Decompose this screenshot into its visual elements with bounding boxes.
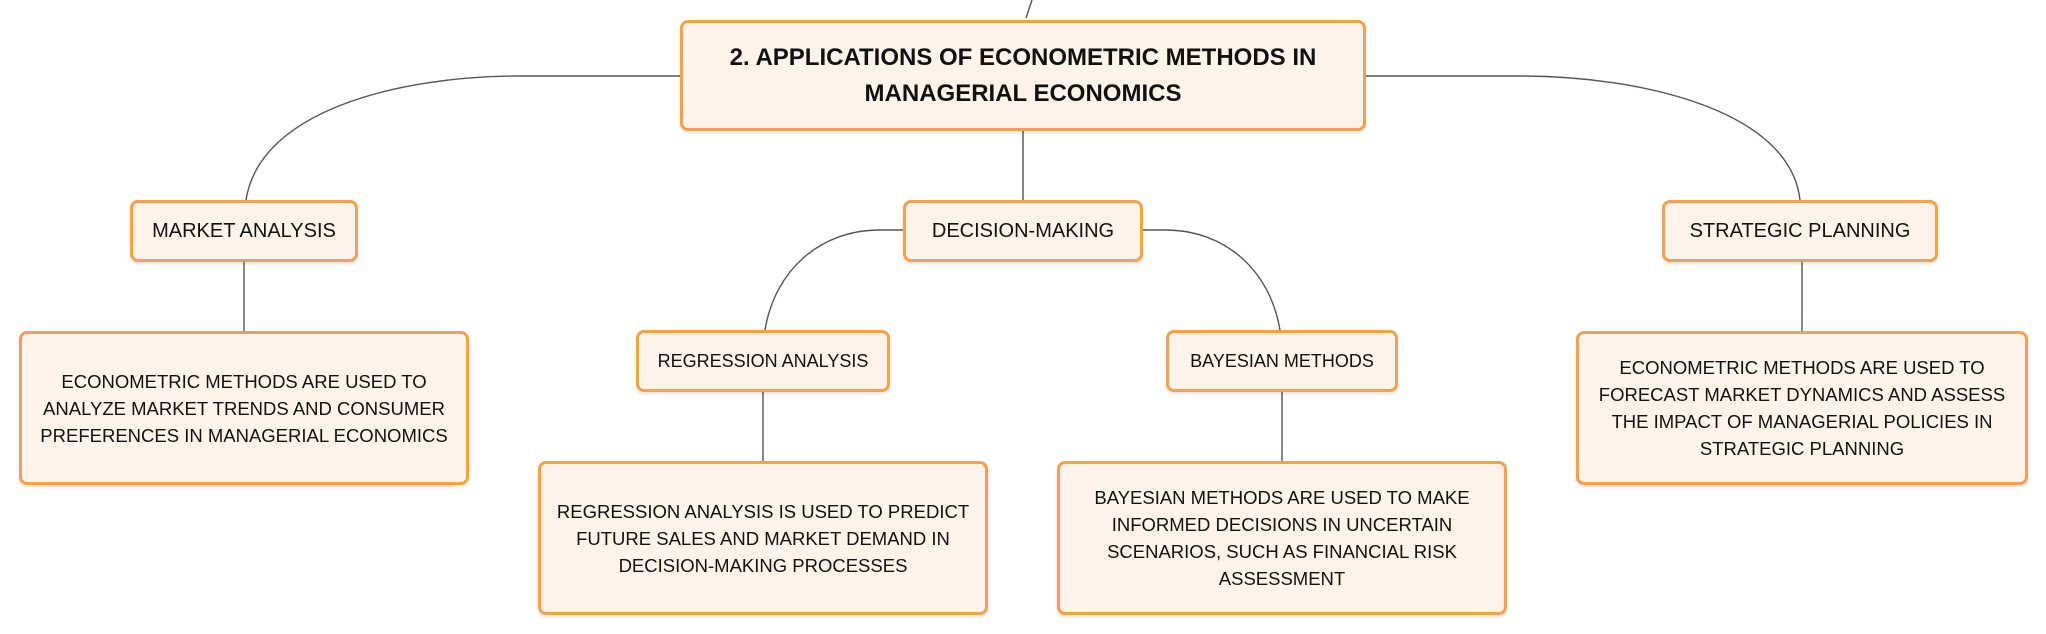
connector-root-to-strategic-planning (1366, 75, 1801, 201)
root-topic-label: 2. APPLICATIONS OF ECONOMETRIC METHODS I… (729, 43, 1317, 107)
bayesian-methods-detail-text: BAYESIAN METHODS ARE USED TO MAKE INFORM… (1094, 487, 1470, 589)
market-analysis-label: MARKET ANALYSIS (152, 219, 336, 242)
bayesian-methods-node[interactable]: BAYESIAN METHODS (1166, 330, 1398, 392)
connector-decision-to-regression (764, 229, 903, 331)
market-analysis-node[interactable]: MARKET ANALYSIS (130, 200, 358, 262)
strategic-planning-label: STRATEGIC PLANNING (1689, 219, 1911, 242)
regression-analysis-node[interactable]: REGRESSION ANALYSIS (636, 330, 890, 392)
market-analysis-detail-node[interactable]: ECONOMETRIC METHODS ARE USED TO ANALYZE … (19, 331, 469, 485)
bayesian-methods-detail-node[interactable]: BAYESIAN METHODS ARE USED TO MAKE INFORM… (1057, 461, 1507, 615)
regression-analysis-detail-node[interactable]: REGRESSION ANALYSIS IS USED TO PREDICT F… (538, 461, 988, 615)
decision-making-node[interactable]: DECISION-MAKING (903, 200, 1143, 262)
market-analysis-detail-text: ECONOMETRIC METHODS ARE USED TO ANALYZE … (40, 370, 448, 446)
connector-decision-to-bayesian (1143, 229, 1281, 331)
bayesian-methods-label: BAYESIAN METHODS (1190, 350, 1374, 371)
decision-making-label: DECISION-MAKING (931, 219, 1115, 242)
regression-analysis-label: REGRESSION ANALYSIS (657, 350, 869, 371)
strategic-planning-node[interactable]: STRATEGIC PLANNING (1662, 200, 1938, 262)
connector-parent-to-root (1025, 0, 1033, 19)
strategic-planning-detail-text: ECONOMETRIC METHODS ARE USED TO FORECAST… (1598, 357, 2006, 459)
strategic-planning-detail-node[interactable]: ECONOMETRIC METHODS ARE USED TO FORECAST… (1576, 331, 2028, 485)
regression-analysis-detail-text: REGRESSION ANALYSIS IS USED TO PREDICT F… (556, 500, 970, 576)
root-topic-node[interactable]: 2. APPLICATIONS OF ECONOMETRIC METHODS I… (680, 20, 1366, 131)
connector-root-to-market-analysis (245, 75, 680, 201)
